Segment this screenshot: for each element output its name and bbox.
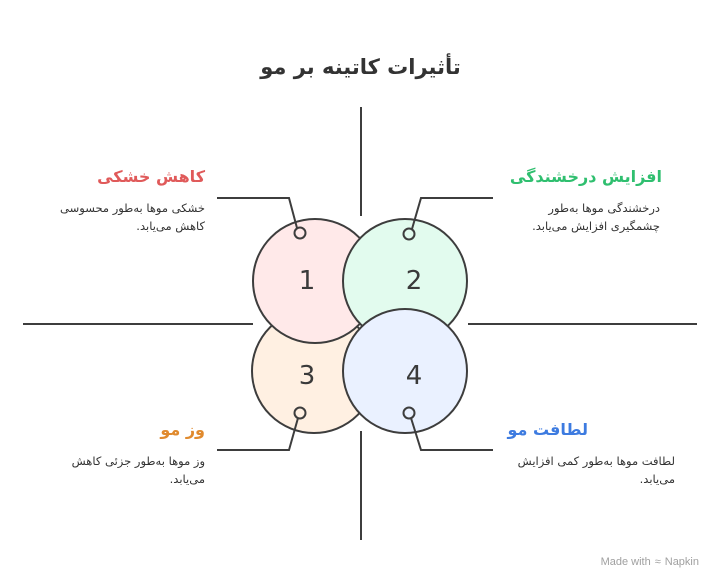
connector-1 [217,197,307,240]
item-4-heading: لطافت مو [507,420,588,439]
footer-made-with: Made with [600,556,651,568]
circle-1-number: 1 [299,266,316,296]
item-3-heading: وز مو [160,420,205,439]
connector-4 [402,406,493,451]
item-1-description: خشکی موها به‌طور محسوسی کاهش می‌یابد. [60,201,205,233]
item-2-heading: افزایش درخشندگی [509,167,662,186]
item-2-description: درخشندگی موها به‌طور چشمگیری افزایش می‌ی… [532,201,660,233]
diagram-title: تأثیرات کاتینه بر مو [260,55,461,79]
footer-attribution: Made with ≈ Napkin [601,556,699,568]
circle-3-number: 3 [299,361,316,391]
connector-4-dot-icon [402,406,416,420]
connector-2-dot-icon [402,227,416,241]
item-1-heading: کاهش خشکی [97,167,205,186]
item-3-description: وز موها به‌طور جزئی کاهش می‌یابد. [71,454,205,486]
footer-brand: Napkin [664,556,699,568]
circle-2-number: 2 [406,266,423,296]
item-4-description: لطافت موها به‌طور کمی افزایش می‌یابد. [517,454,675,486]
connector-2 [402,197,493,241]
connector-1-dot-icon [293,226,307,240]
circle-4-number: 4 [406,361,423,391]
connector-3-dot-icon [293,406,307,420]
napkin-logo-icon: ≈ [654,556,661,568]
connector-3 [217,406,307,451]
circle-4 [342,308,468,434]
